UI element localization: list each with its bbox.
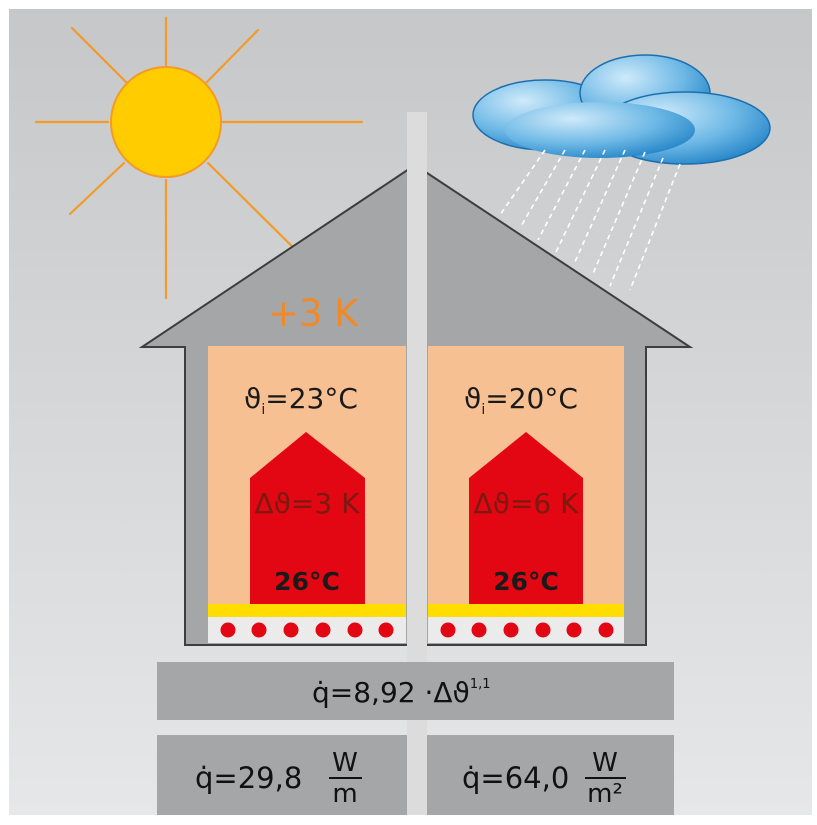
pipe-icon (378, 622, 394, 638)
divider (407, 112, 427, 815)
left-result-unit-num: W (332, 748, 358, 778)
heating-pipes (220, 622, 614, 638)
right-result-unit-den: m² (587, 779, 623, 809)
pipe-icon (220, 622, 236, 638)
pipe-icon (471, 622, 487, 638)
house (138, 149, 694, 646)
pipe-icon (315, 622, 331, 638)
right-result-box (427, 735, 674, 815)
formula-text: q̇=8,92 ·Δϑ1,1 (312, 676, 491, 709)
pipe-icon (283, 622, 299, 638)
pipe-icon (503, 622, 519, 638)
pipe-icon (251, 622, 267, 638)
left-result-unit-den: m (332, 779, 357, 809)
left-delta-temp: Δϑ=3 K (254, 487, 360, 520)
left-pipe-layer (208, 617, 406, 643)
formula-box (157, 662, 674, 720)
left-result-value: q̇=29,8 (195, 761, 302, 795)
cloud-icon (472, 54, 771, 165)
right-delta-temp: Δϑ=6 K (473, 487, 579, 520)
left-heated-zone (250, 432, 365, 604)
right-surface-temp: 26°C (493, 567, 559, 596)
left-surface-temp: 26°C (274, 567, 340, 596)
pipe-icon (347, 622, 363, 638)
right-inside-temp: ϑi=20°C (464, 382, 578, 418)
pipe-icon (535, 622, 551, 638)
sun-gain-label: +3 K (268, 292, 360, 335)
right-pipe-layer (428, 617, 624, 643)
right-result-unit-num: W (592, 748, 618, 778)
pipe-icon (440, 622, 456, 638)
right-heated-zone (469, 432, 583, 604)
right-screed-layer (428, 604, 624, 617)
left-inside-temp: ϑi=23°C (244, 382, 358, 418)
rain-icon (499, 149, 681, 291)
left-screed-layer (208, 604, 406, 617)
right-result-value: q̇=64,0 (462, 761, 569, 795)
pipe-icon (566, 622, 582, 638)
left-result-box (157, 735, 407, 815)
pipe-icon (598, 622, 614, 638)
